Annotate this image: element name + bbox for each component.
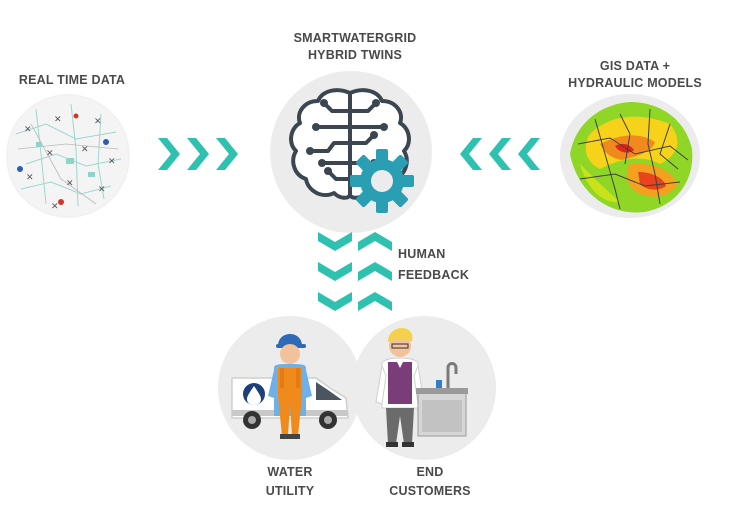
water-utility-circle bbox=[218, 316, 362, 460]
svg-text:✕: ✕ bbox=[108, 157, 116, 167]
real-time-data-label: REAL TIME DATA bbox=[18, 73, 126, 87]
svg-text:✕: ✕ bbox=[24, 125, 32, 135]
svg-text:✕: ✕ bbox=[54, 115, 62, 125]
chevrons-down-icon bbox=[318, 232, 352, 311]
customer-icon bbox=[375, 328, 425, 447]
hybrid-twins-label: SMARTWATERGRID HYBRID TWINS bbox=[293, 31, 417, 62]
gear-icon bbox=[350, 149, 414, 213]
gis-data-circle bbox=[560, 94, 700, 218]
end-customers-label: END CUSTOMERS bbox=[389, 465, 471, 498]
svg-text:✕: ✕ bbox=[51, 202, 59, 212]
svg-text:✕: ✕ bbox=[94, 117, 102, 127]
hybrid-twins-circle bbox=[270, 71, 432, 233]
svg-text:✕: ✕ bbox=[66, 179, 74, 189]
worker-icon bbox=[268, 334, 312, 439]
svg-text:✕: ✕ bbox=[46, 149, 54, 159]
gis-data-label: GIS DATA + HYDRAULIC MODELS bbox=[568, 59, 702, 90]
water-drop-icon bbox=[247, 386, 261, 405]
heatmap-icon bbox=[560, 94, 700, 218]
end-customers-circle bbox=[352, 316, 496, 460]
chevrons-left-icon bbox=[460, 138, 540, 170]
chevrons-right-icon bbox=[158, 138, 238, 170]
water-utility-label: WATER UTILITY bbox=[265, 465, 315, 498]
human-feedback-label: HUMAN FEEDBACK bbox=[398, 247, 470, 282]
sensor-map-icon: ✕ ✕ ✕ ✕ ✕ ✕ ✕ ✕ ✕ ✕ bbox=[8, 96, 128, 216]
real-time-data-circle: ✕ ✕ ✕ ✕ ✕ ✕ ✕ ✕ ✕ ✕ bbox=[6, 94, 130, 218]
svg-text:✕: ✕ bbox=[98, 185, 106, 195]
svg-text:✕: ✕ bbox=[81, 145, 89, 155]
chevrons-up-icon bbox=[358, 232, 392, 311]
svg-text:✕: ✕ bbox=[26, 173, 34, 183]
sink-icon bbox=[416, 362, 468, 437]
